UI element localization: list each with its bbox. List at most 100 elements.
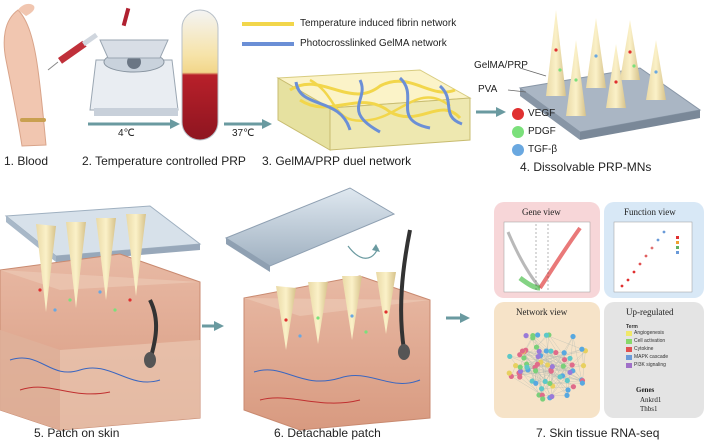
network-node [513,363,519,369]
network-node [519,348,526,354]
volcano-plot [503,221,591,293]
network-node [523,333,529,339]
network-edge [546,335,582,350]
network-edge [546,350,573,371]
network-edge [550,351,561,377]
network-edge [526,367,552,372]
network-edge [511,370,536,377]
gene-view-title: Gene view [522,207,561,217]
arm-illustration [3,3,47,147]
gene-item: Ankrd1 [640,396,662,404]
arrow-6-7 [446,313,470,323]
network-view-title: Network view [516,307,568,317]
network-edge [546,335,550,384]
caption-rna-seq: 7. Skin tissue RNA-seq [536,426,660,440]
network-node [549,363,555,370]
pdgf-label: PDGF [528,126,556,137]
caption-duel-network: 3. GelMA/PRP duel network [262,154,412,168]
network-node [536,348,542,354]
skin-block-detached [224,187,431,431]
gelma-prp-label: GelMA/PRP [474,60,528,71]
network-edge [538,350,586,396]
network-node [557,374,563,380]
network-node [517,368,524,374]
network-node [543,348,549,354]
term-label: MAPK cascade [634,354,669,360]
network-edge [525,350,568,396]
network-node [570,333,576,340]
network-node [561,350,567,356]
network-edge [525,350,569,391]
network-node [567,369,573,376]
term-swatch [626,355,632,360]
network-edge [519,376,543,396]
network-edge [572,336,582,381]
network-node [538,386,545,392]
vegf-label: VEGF [528,108,556,119]
network-graph [506,332,588,402]
network-edge [538,351,550,398]
hydrogel-block [276,69,472,151]
network-node [535,332,541,338]
network-node [553,349,559,356]
caption-dissolvable-mns: 4. Dissolvable PRP-MNs [520,160,652,174]
centrifuge-icon [89,7,179,116]
caption-blood: 1. Blood [4,154,49,168]
network-node [507,353,513,360]
network-edge [520,371,583,381]
network-edge [536,347,573,371]
network-node [530,332,536,339]
network-node [517,364,523,370]
network-view-panel [494,302,600,418]
network-edge [550,351,564,367]
caption-prp: 2. Temperature controlled PRP [82,154,246,168]
term-swatch [626,347,632,352]
arrow-5-6 [202,321,224,331]
function-view-title: Function view [624,207,676,217]
network-edge [552,366,583,381]
network-node [567,355,573,361]
network-edge [581,349,584,366]
gelma-legend-label: Photocrosslinked GelMA network [300,38,447,49]
network-node [524,364,530,370]
tgfb-label: TGF-β [528,144,558,155]
network-node [560,363,566,369]
prp-tube-icon [181,9,219,141]
term-label: Cell activation [634,338,666,344]
network-edge [540,355,583,381]
network-node [564,392,570,398]
vegf-dot [512,108,524,120]
network-node [542,378,548,385]
network-node [521,355,527,361]
term-swatch [626,331,632,336]
term-swatch [626,363,632,368]
network-node [535,353,541,360]
skin-block-patch [0,205,202,431]
up-regulated-title: Up-regulated [626,307,674,317]
pdgf-dot [512,126,524,138]
terms-title: Term [626,324,638,330]
temp-37c: 37℃ [232,128,255,139]
syringe-icon [47,32,98,71]
network-edge [511,376,543,396]
temp-4c: 4℃ [118,128,135,139]
network-node [506,370,512,376]
network-node [540,396,546,402]
network-node [548,348,554,354]
network-node [539,392,545,398]
network-node [533,344,540,350]
network-node [564,377,570,384]
network-node [534,361,541,367]
network-node [547,380,553,387]
network-node [543,332,550,338]
arrow-4c [88,119,180,129]
network-node [533,368,539,374]
network-node [580,363,587,369]
gene-item: Thbs1 [640,405,658,413]
arrow-37c [224,119,272,129]
term-label: PI3K signaling [634,362,666,368]
function-plot [613,221,693,293]
network-node [545,362,551,368]
